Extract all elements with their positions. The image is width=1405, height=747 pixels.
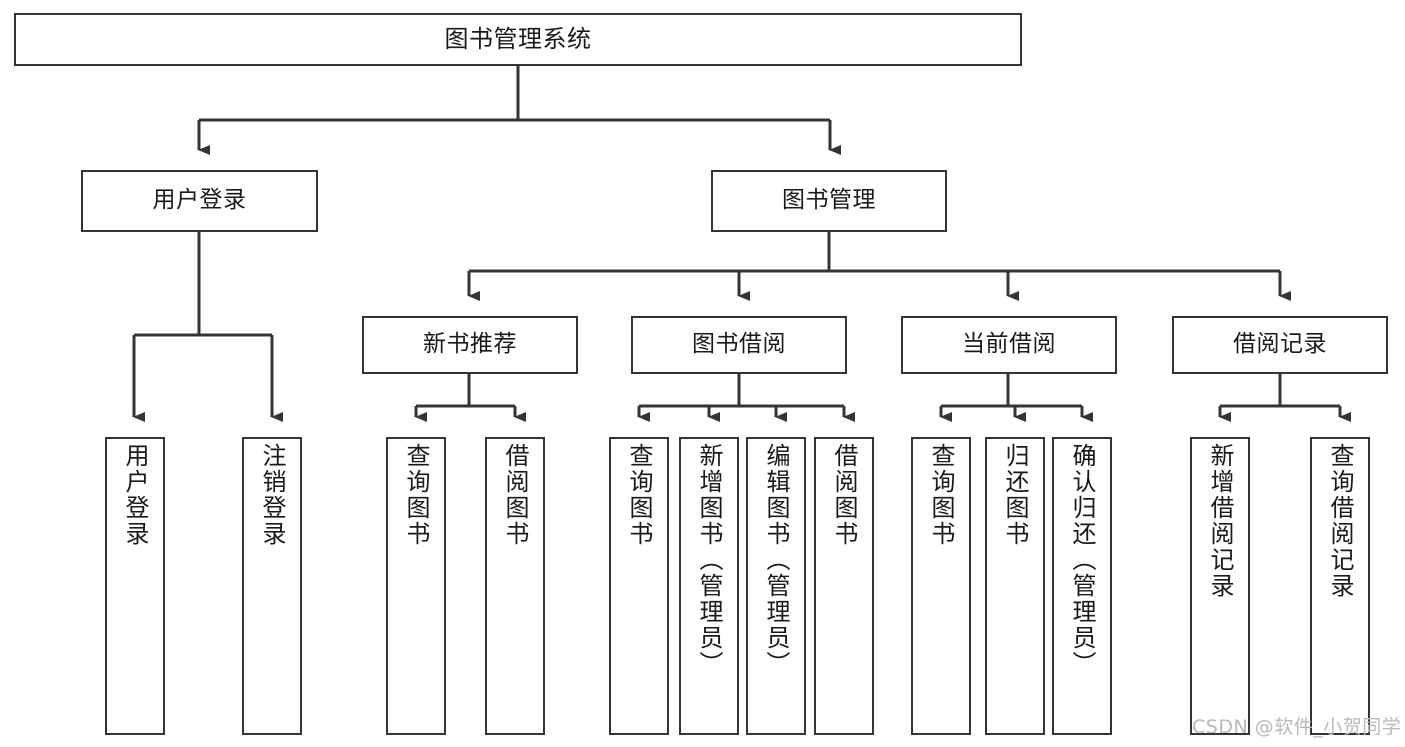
node-borrow-record[interactable]: 借阅记录 [1172,316,1388,374]
node-new-book-recommend[interactable]: 新书推荐 [362,316,578,374]
node-leaf-query-book-1[interactable]: 查询图书 [386,437,446,735]
node-leaf-add-book[interactable]: 新增图书（管理员） [679,437,739,735]
node-leaf-borrow-book-1[interactable]: 借阅图书 [485,437,545,735]
node-leaf-user-logout-label: 注销登录 [258,443,286,547]
node-book-borrow-label: 图书借阅 [692,331,786,358]
node-leaf-return-book[interactable]: 归还图书 [985,437,1045,735]
node-borrow-record-label: 借阅记录 [1233,331,1327,358]
node-leaf-user-login-label: 用户登录 [121,443,149,547]
node-leaf-query-book-3[interactable]: 查询图书 [911,437,971,735]
csdn-watermark: CSDN @软件_小贺同学 [1192,716,1402,738]
node-leaf-query-book-3-label: 查询图书 [927,443,955,547]
node-leaf-borrow-book-2-label: 借阅图书 [830,443,858,547]
node-leaf-borrow-book-2[interactable]: 借阅图书 [814,437,874,735]
node-user-login-label: 用户登录 [152,187,247,214]
node-book-manage-label: 图书管理 [782,187,876,214]
node-user-login[interactable]: 用户登录 [81,170,318,232]
node-leaf-user-login[interactable]: 用户登录 [105,437,165,735]
node-root-label: 图书管理系统 [444,25,592,54]
node-root[interactable]: 图书管理系统 [14,13,1022,66]
node-current-borrow[interactable]: 当前借阅 [901,316,1117,374]
node-leaf-edit-book[interactable]: 编辑图书（管理员） [746,437,806,735]
node-book-manage[interactable]: 图书管理 [711,170,947,232]
node-leaf-query-record-label: 查询借阅记录 [1326,443,1354,599]
node-leaf-query-book-2[interactable]: 查询图书 [609,437,669,735]
node-leaf-query-book-2-label: 查询图书 [625,443,653,547]
node-leaf-add-record[interactable]: 新增借阅记录 [1190,437,1250,735]
node-current-borrow-label: 当前借阅 [962,331,1056,358]
node-leaf-return-book-label: 归还图书 [1001,443,1029,547]
node-leaf-query-record[interactable]: 查询借阅记录 [1310,437,1370,735]
node-leaf-add-book-label: 新增图书（管理员） [695,443,723,677]
node-leaf-borrow-book-1-label: 借阅图书 [501,443,529,547]
node-leaf-confirm-return[interactable]: 确认归还（管理员） [1052,437,1112,735]
node-leaf-user-logout[interactable]: 注销登录 [242,437,302,735]
node-leaf-query-book-1-label: 查询图书 [402,443,430,547]
node-leaf-confirm-return-label: 确认归还（管理员） [1068,443,1096,677]
node-new-book-recommend-label: 新书推荐 [423,331,517,358]
node-leaf-edit-book-label: 编辑图书（管理员） [762,443,790,677]
node-leaf-add-record-label: 新增借阅记录 [1206,443,1234,599]
node-book-borrow[interactable]: 图书借阅 [631,316,847,374]
